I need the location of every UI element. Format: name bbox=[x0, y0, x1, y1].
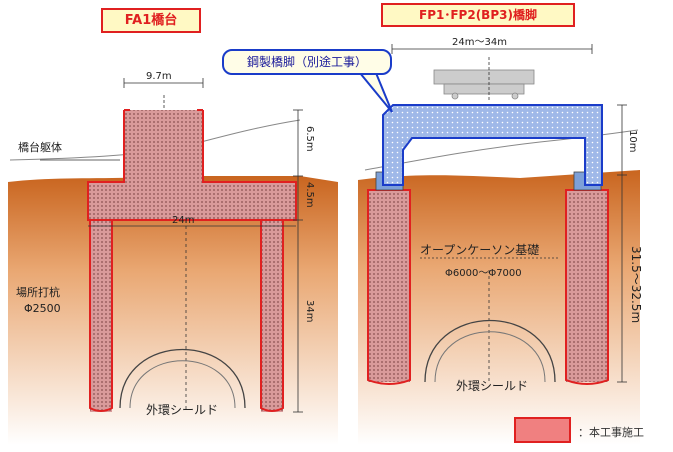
left-shield-label: 外環シールド bbox=[146, 403, 218, 417]
body-label: 橋台躯体 bbox=[18, 140, 62, 154]
legend-label: ：本工事施工 bbox=[578, 426, 644, 439]
right-ground-line bbox=[364, 129, 639, 171]
steel-pier-callout: 鋼製橋脚（別途工事） bbox=[222, 49, 392, 75]
top-width-label: 9.7m bbox=[146, 71, 172, 82]
caisson-dia-label: Φ6000～Φ7000 bbox=[445, 268, 522, 279]
pile-label-1: 場所打杭 bbox=[16, 285, 60, 299]
right-shield-label: 外環シールド bbox=[456, 379, 528, 393]
right-caissons bbox=[367, 171, 609, 385]
right-dims bbox=[391, 44, 627, 383]
steel-pier-frame bbox=[382, 104, 603, 186]
right-title: FP1･FP2(BP3)橋脚 bbox=[381, 3, 575, 27]
deck-vehicles bbox=[433, 69, 535, 100]
depth-label: 31.5～32.5m bbox=[629, 246, 643, 323]
h2-label: 4.5m bbox=[304, 182, 315, 208]
left-abutment bbox=[87, 109, 297, 412]
left-shield bbox=[119, 349, 246, 409]
h1-label: 6.5m bbox=[304, 126, 315, 152]
pile-label-2: Φ2500 bbox=[24, 302, 61, 315]
span-label: 24m～34m bbox=[452, 37, 507, 48]
callout-pointer bbox=[357, 72, 393, 113]
pier-height-label: 10m bbox=[627, 130, 638, 152]
caisson-label: オープンケーソン基礎 bbox=[420, 243, 539, 257]
left-dims bbox=[40, 78, 303, 413]
legend-swatch bbox=[514, 417, 571, 443]
left-title: FA1橋台 bbox=[101, 8, 201, 33]
right-shield bbox=[424, 319, 556, 383]
base-width-label: 24m bbox=[172, 215, 194, 226]
pile-depth-label: 34m bbox=[304, 300, 315, 322]
